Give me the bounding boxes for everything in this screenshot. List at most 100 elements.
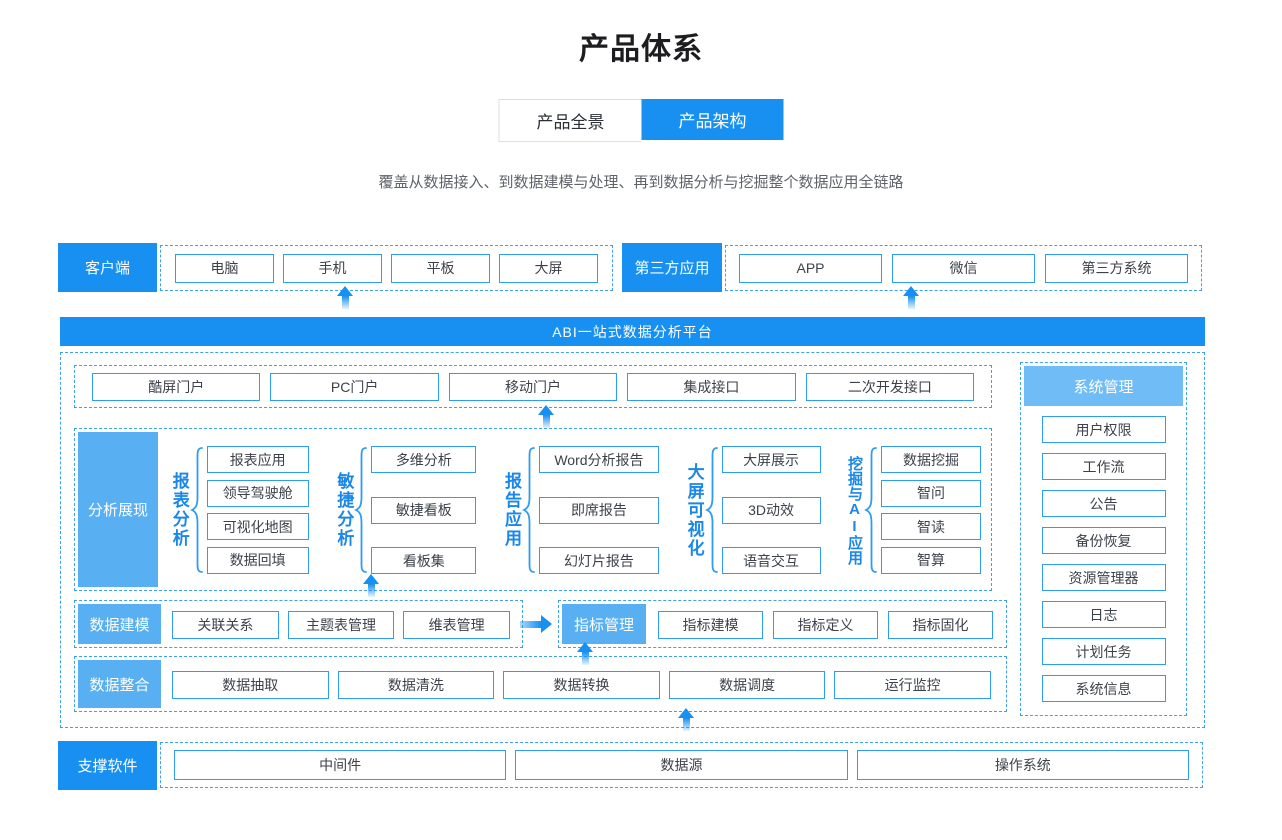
indicator-item: 指标定义 (773, 611, 878, 639)
client-devices-container: 电脑 手机 平板 大屏 (160, 245, 613, 291)
group-label: 敏捷分析 (334, 472, 354, 548)
group-report-analysis: 报表分析 报表应用 领导驾驶舱 可视化地图 数据回填 (169, 446, 309, 574)
support-software-container: 中间件 数据源 操作系统 (160, 742, 1203, 788)
group-label: 大屏可视化 (684, 462, 704, 558)
page-subtitle: 覆盖从数据接入、到数据建模与处理、再到数据分析与挖掘整个数据应用全链路 (378, 174, 904, 191)
analysis-item: 看板集 (371, 547, 477, 574)
data-modeling-container: 数据建模 关联关系 主题表管理 维表管理 (74, 600, 523, 648)
arrow-up-icon (337, 286, 353, 310)
group-agile-analysis: 敏捷分析 多维分析 敏捷看板 看板集 (334, 446, 477, 574)
integration-item: 数据调度 (668, 671, 826, 699)
arrow-up-icon (678, 708, 694, 732)
thirdparty-apps-container: APP 微信 第三方系统 (725, 245, 1202, 291)
brace-icon (189, 447, 203, 573)
thirdparty-app-item: APP (739, 253, 882, 283)
analysis-item: 可视化地图 (206, 513, 309, 541)
system-item: 计划任务 (1041, 638, 1166, 665)
group-bigscreen-visualization: 大屏可视化 大屏展示 3D动效 语音交互 (684, 446, 821, 574)
client-device-item: 平板 (391, 253, 490, 283)
data-integration-label: 数据整合 (78, 660, 161, 708)
brace-icon (354, 447, 368, 573)
indicator-items: 指标建模 指标定义 指标固化 (658, 611, 993, 639)
modeling-item: 维表管理 (403, 611, 511, 639)
system-item: 工作流 (1041, 453, 1166, 480)
arrow-up-icon (577, 642, 593, 666)
modeling-item: 主题表管理 (287, 611, 395, 639)
analysis-item: 智读 (881, 513, 981, 541)
arrow-right-icon (520, 614, 552, 634)
analysis-groups: 报表分析 报表应用 领导驾驶舱 可视化地图 数据回填 敏捷分析 多维分析 敏捷看… (169, 446, 981, 574)
analysis-item: 领导驾驶舱 (206, 479, 309, 507)
system-item: 备份恢复 (1041, 527, 1166, 554)
system-item: 资源管理器 (1041, 564, 1166, 591)
group-mining-ai: 挖掘与AI应用 数据挖掘 智问 智读 智算 (846, 446, 981, 574)
indicator-item: 指标建模 (658, 611, 763, 639)
data-integration-items: 数据抽取 数据清洗 数据转换 数据调度 运行监控 (172, 671, 991, 699)
indicator-management-container: 指标管理 指标建模 指标定义 指标固化 (558, 600, 1007, 648)
system-management-panel: 系统管理 用户权限 工作流 公告 备份恢复 资源管理器 日志 计划任务 系统信息 (1020, 362, 1187, 716)
support-software-label: 支撑软件 (58, 741, 157, 790)
portal-item: PC门户 (270, 372, 439, 401)
group-label: 报告应用 (501, 472, 521, 548)
group-items: Word分析报告 即席报告 幻灯片报告 (538, 446, 659, 574)
portal-item: 集成接口 (627, 372, 796, 401)
thirdparty-app-item: 微信 (892, 253, 1035, 283)
view-tabs: 产品全景 产品架构 (498, 99, 784, 142)
integration-item: 运行监控 (834, 671, 991, 699)
group-label: 报表分析 (169, 472, 189, 548)
data-modeling-label: 数据建模 (78, 604, 161, 644)
arrow-up-icon (538, 405, 554, 429)
thirdparty-app-item: 第三方系统 (1045, 253, 1188, 283)
client-device-item: 大屏 (499, 253, 598, 283)
portal-item: 二次开发接口 (805, 372, 975, 401)
support-item: 数据源 (515, 750, 848, 780)
data-integration-container: 数据整合 数据抽取 数据清洗 数据转换 数据调度 运行监控 (74, 656, 1007, 712)
analysis-display-row: 分析展现 报表分析 报表应用 领导驾驶舱 可视化地图 数据回填 敏捷分析 多维分… (74, 428, 992, 591)
analysis-item: 敏捷看板 (371, 496, 477, 524)
modeling-item: 关联关系 (172, 611, 279, 639)
page-title: 产品体系 (579, 33, 703, 66)
group-report-application: 报告应用 Word分析报告 即席报告 幻灯片报告 (501, 446, 659, 574)
integration-item: 数据清洗 (337, 671, 495, 699)
analysis-item: Word分析报告 (538, 446, 659, 473)
analysis-display-label: 分析展现 (78, 432, 158, 587)
system-item: 日志 (1041, 601, 1166, 628)
client-device-item: 电脑 (175, 253, 274, 283)
platform-banner: ABI一站式数据分析平台 (60, 317, 1205, 346)
analysis-item: 大屏展示 (721, 446, 821, 473)
analysis-item: 数据挖掘 (881, 446, 981, 473)
arrow-up-icon (363, 574, 379, 598)
analysis-item: 语音交互 (721, 547, 821, 574)
tab-product-architecture[interactable]: 产品架构 (641, 99, 784, 140)
analysis-item: 数据回填 (206, 546, 309, 574)
integration-item: 数据转换 (503, 671, 660, 699)
system-item: 公告 (1041, 490, 1166, 517)
data-modeling-items: 关联关系 主题表管理 维表管理 (172, 611, 511, 639)
group-label: 挖掘与AI应用 (846, 455, 863, 565)
group-items: 数据挖掘 智问 智读 智算 (881, 446, 981, 574)
indicator-item: 指标固化 (888, 611, 993, 639)
system-item: 系统信息 (1041, 675, 1166, 702)
tab-product-panorama[interactable]: 产品全景 (498, 99, 642, 142)
analysis-item: 智问 (881, 479, 981, 507)
analysis-item: 多维分析 (371, 446, 477, 473)
portal-row: 酷屏门户 PC门户 移动门户 集成接口 二次开发接口 (74, 365, 992, 408)
analysis-item: 即席报告 (538, 496, 659, 524)
analysis-item: 报表应用 (206, 446, 309, 473)
analysis-item: 幻灯片报告 (538, 547, 659, 574)
indicator-management-label: 指标管理 (562, 604, 646, 644)
group-items: 大屏展示 3D动效 语音交互 (721, 446, 821, 574)
analysis-item: 智算 (881, 546, 981, 574)
support-item: 操作系统 (856, 750, 1189, 780)
support-item: 中间件 (174, 750, 507, 780)
portal-item: 酷屏门户 (92, 372, 261, 401)
system-management-items: 用户权限 工作流 公告 备份恢复 资源管理器 日志 计划任务 系统信息 (1021, 416, 1186, 702)
group-items: 多维分析 敏捷看板 看板集 (371, 446, 477, 574)
brace-icon (521, 447, 535, 573)
brace-icon (864, 447, 877, 573)
brace-icon (704, 447, 718, 573)
client-section-label: 客户端 (58, 243, 157, 292)
thirdparty-section-label: 第三方应用 (622, 243, 722, 292)
portal-item: 移动门户 (448, 372, 618, 401)
